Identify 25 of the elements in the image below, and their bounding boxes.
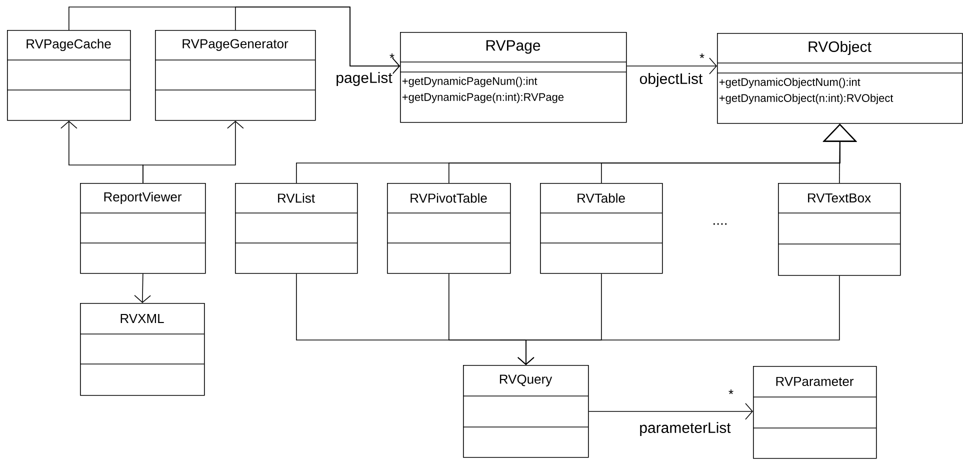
multiplicity: *	[700, 54, 704, 58]
multiplicity: *	[728, 390, 734, 394]
class-box: RVPivotTable	[386, 183, 511, 274]
class-box: RVPage +getDynamicPageNum():int +getDynamicPage(n:int):RVPage	[400, 32, 627, 123]
association-arrow	[142, 120, 244, 184]
association-arrow	[588, 403, 753, 420]
association-arrow	[235, 6, 400, 74]
class-box: RVParameter	[752, 366, 877, 459]
class-box: RVQuery	[462, 365, 589, 458]
edge-label: parameterList	[638, 422, 732, 436]
association-arrow	[134, 273, 151, 303]
ellipsis: ....	[714, 223, 727, 225]
class-box: RVList	[234, 183, 358, 274]
class-box: RVTable	[540, 183, 663, 274]
class-box: RVXML	[80, 303, 205, 396]
class-box: ReportViewer	[80, 183, 206, 274]
edge-label: objectList	[638, 72, 704, 88]
class-box: RVPageGenerator	[154, 30, 316, 121]
association-arrow	[500, 275, 840, 365]
class-box: RVTextBox	[778, 183, 901, 276]
edge-label: pageList	[335, 72, 393, 86]
multiplicity: *	[390, 54, 394, 58]
class-box: RVObject +getDynamicObjectNum():int +getDynamicObject(n:int):RVObject	[716, 33, 963, 124]
association-arrow	[626, 58, 717, 74]
class-box: RVPageCache	[6, 30, 131, 121]
